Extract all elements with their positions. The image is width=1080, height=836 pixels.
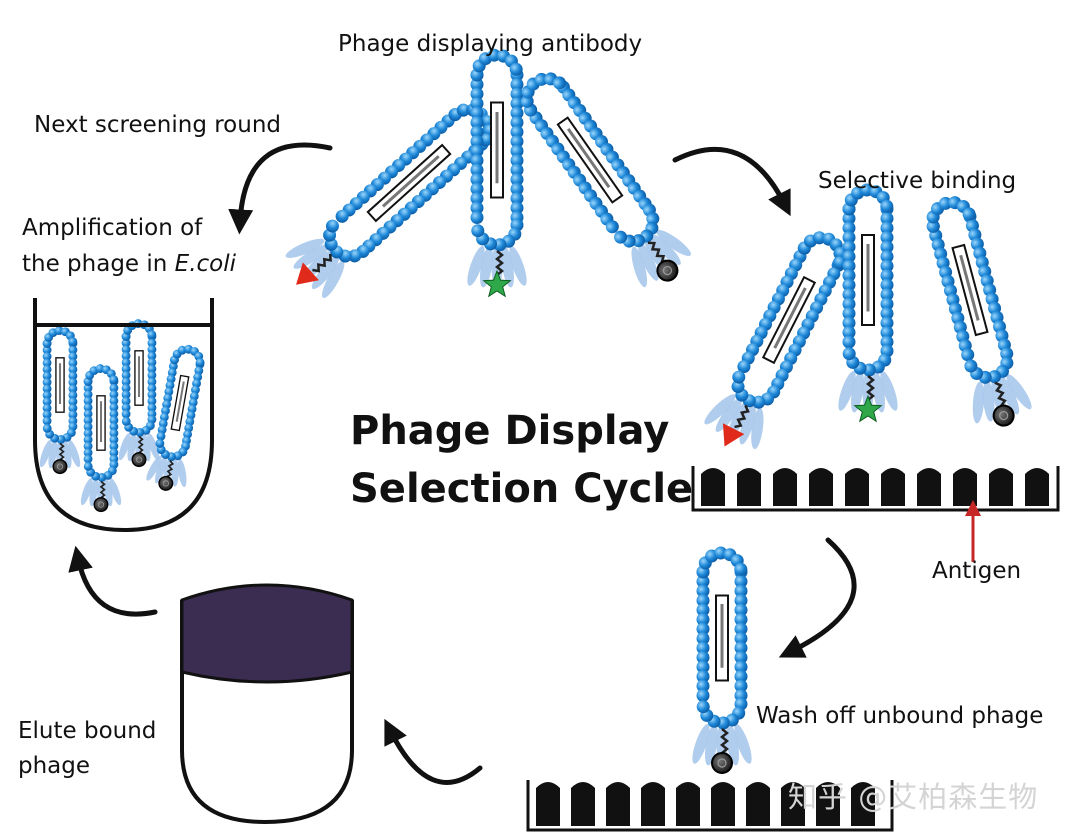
phage-bound-right-linker <box>994 381 1007 407</box>
antigen-well <box>606 782 630 826</box>
antibody-star-icon <box>853 394 883 423</box>
phage-bound-center-linker <box>865 375 876 401</box>
title-line2: Selection Cycle <box>350 466 694 512</box>
antigen-plate-lower <box>526 780 894 832</box>
phage-bound-left-bead-capsule <box>731 231 847 409</box>
antigen-well <box>917 468 941 506</box>
label-antigen: Antigen <box>932 558 1022 584</box>
antigen-well <box>816 782 840 826</box>
antibody-circle-icon <box>158 475 174 491</box>
label-amplification-prefix: the phage in <box>22 251 175 277</box>
phage-top-right-linker <box>647 241 666 263</box>
title-line1: Phage Display <box>350 408 670 454</box>
phage-washed <box>692 546 752 774</box>
antigen-well <box>809 468 833 506</box>
antigen-well <box>881 468 905 506</box>
phage-ecoli-1-linker <box>58 442 65 461</box>
antibody-circle-icon <box>656 259 679 282</box>
arrow-layer <box>68 142 857 785</box>
antibody-circle-icon <box>93 497 109 513</box>
elution-tube-cap <box>180 583 354 684</box>
phage-ecoli-2-linker <box>99 480 106 499</box>
phage-ecoli-2-bead-capsule <box>83 364 119 482</box>
phage-top-right-bead-capsule <box>520 72 660 248</box>
arrow-to-binding <box>672 146 791 217</box>
label-selective-binding: Selective binding <box>818 168 1017 194</box>
antigen-well <box>571 782 595 826</box>
antigen-well <box>989 468 1013 506</box>
phage-ecoli-4 <box>146 344 205 491</box>
phage-layer <box>39 48 1032 774</box>
antigen-well <box>953 468 977 506</box>
antibody-circle-icon <box>992 404 1015 427</box>
antigen-well <box>641 782 665 826</box>
phage-ecoli-4-tail-fibers <box>146 455 187 488</box>
phage-washed-linker <box>719 728 730 754</box>
antibody-circle-icon <box>52 459 68 475</box>
phage-top-left-linker <box>312 253 332 273</box>
phage-ecoli-2 <box>80 364 122 513</box>
antibody-circle-icon <box>711 752 733 774</box>
diagram-title: Phage Display Selection Cycle <box>350 402 693 518</box>
arrow-to-elute <box>384 718 483 785</box>
antibody-star-icon <box>482 269 512 298</box>
label-wash-off-unbound-phage: Wash off unbound phage <box>756 703 1044 729</box>
label-next-screening-round: Next screening round <box>34 112 282 138</box>
antibody-circle-icon <box>131 452 147 468</box>
label-elute-line2: phage <box>18 753 91 779</box>
phage-bound-right-bead-capsule <box>926 196 1014 384</box>
structure-layer <box>33 298 1060 832</box>
antigen-well <box>851 782 875 826</box>
antigen-well <box>773 468 797 506</box>
phage-ecoli-3-bead-capsule <box>121 319 157 437</box>
antigen-well <box>746 782 770 826</box>
phage-bound-center-bead-capsule <box>842 183 894 377</box>
arrow-to-amplification <box>68 545 158 617</box>
antigen-well <box>1025 468 1049 506</box>
antigen-pointer-head <box>965 500 981 516</box>
watermark: 知乎 @艾柏森生物 <box>788 780 1039 814</box>
phage-ecoli-4-bead-capsule <box>155 344 205 462</box>
antigen-well <box>701 468 725 506</box>
arrow-next-round <box>228 142 333 235</box>
antibody-triangle-icon <box>722 423 745 447</box>
phage-washed-bead-capsule <box>696 546 748 730</box>
antigen-plate-upper <box>691 466 1060 512</box>
phage-top-right <box>520 72 691 288</box>
phage-top-center <box>467 48 527 298</box>
label-elute-line1: Elute bound <box>18 718 157 744</box>
phage-ecoli-1 <box>39 326 81 475</box>
phage-bound-center <box>838 183 898 423</box>
antigen-well <box>676 782 700 826</box>
label-ecoli: E.coli <box>174 251 237 277</box>
phage-ecoli-3-linker <box>137 435 144 454</box>
phage-ecoli-4-linker <box>166 460 175 478</box>
phage-ecoli-3 <box>118 319 160 468</box>
arrow-to-wash <box>778 537 857 658</box>
antigen-well <box>781 782 805 826</box>
phage-top-center-bead-capsule <box>470 48 524 252</box>
label-phage-displaying-antibody: Phage displaying antibody <box>338 31 643 57</box>
antigen-well <box>737 468 761 506</box>
label-amplification-line2: the phage in E.coli <box>22 250 236 280</box>
phage-top-center-linker <box>494 250 505 276</box>
antigen-well <box>845 468 869 506</box>
label-amplification-line1: Amplification of <box>22 215 203 241</box>
antigen-well <box>711 782 735 826</box>
phage-bound-right <box>926 196 1032 427</box>
antibody-triangle-icon <box>296 262 319 285</box>
phage-ecoli-1-bead-capsule <box>42 326 78 444</box>
antigen-well <box>536 782 560 826</box>
phage-bound-left <box>704 231 847 450</box>
ecoli-flask <box>33 298 214 533</box>
phage-bound-left-linker <box>734 405 750 429</box>
